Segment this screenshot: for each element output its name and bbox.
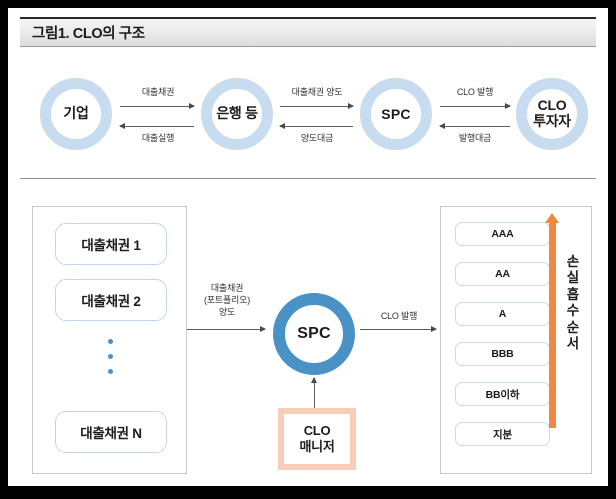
ellipsis-dot (108, 369, 113, 374)
ellipsis-dot (108, 354, 113, 359)
arrow-spc-to-tranches (360, 326, 437, 332)
tranche-box-bbb: BBB (455, 342, 550, 366)
label-spc-to-investor: CLO 발행 (456, 87, 494, 97)
loan-ellipsis (33, 339, 188, 374)
loss-absorption-char: 흡 (566, 286, 580, 302)
clo-manager-label-line1: CLO (303, 423, 331, 439)
top-flow-diagram: 기업 은행 등 SPC CLO 투자자 대출채권 대출실행 대출채권 양도 양도… (8, 50, 608, 178)
loss-absorption-arrow-icon (545, 213, 559, 428)
tranche-box-aa: AA (455, 262, 550, 286)
node-corporation-label: 기업 (63, 105, 89, 122)
tranche-box-a: A (455, 302, 550, 326)
node-corporation: 기업 (40, 78, 112, 150)
node-clo-investor-label: CLO 투자자 (533, 97, 571, 129)
arrow-corp-to-bank (120, 103, 195, 109)
label-bank-to-corp: 대출실행 (141, 133, 175, 143)
label-corp-to-bank: 대출채권 (141, 87, 175, 97)
node-bank: 은행 등 (201, 78, 273, 150)
label-spc-to-bank: 양도대금 (300, 133, 334, 143)
figure-header-bar: 그림1. CLO의 구조 (20, 17, 596, 47)
tranche-box-aaa: AAA (455, 222, 550, 246)
bottom-structure-diagram: 대출채권 1 대출채권 2 대출채권 N 대출채권 (포트폴리오) 양도 SPC… (8, 186, 608, 484)
label-portfolio-transfer: 대출채권 (포트폴리오) 양도 (188, 282, 266, 318)
ellipsis-dot (108, 339, 113, 344)
loss-absorption-char: 실 (566, 270, 580, 286)
arrow-spc-to-investor (440, 103, 511, 109)
node-clo-investor: CLO 투자자 (516, 78, 588, 150)
tranche-box-bb: BB이하 (455, 382, 550, 406)
loss-absorption-char: 손 (566, 254, 580, 269)
loan-box-1: 대출채권 1 (55, 223, 167, 265)
node-spc-top-label: SPC (381, 106, 411, 122)
arrow-manager-to-spc (311, 377, 317, 408)
node-bank-label: 은행 등 (216, 105, 258, 122)
loan-box-2: 대출채권 2 (55, 279, 167, 321)
tranche-box-equity: 지분 (455, 422, 550, 446)
node-clo-investor-label-line1: CLO (537, 97, 567, 114)
node-clo-investor-label-line2: 투자자 (533, 113, 571, 129)
loss-absorption-char: 서 (566, 336, 580, 352)
arrow-loans-to-spc (187, 326, 266, 332)
loss-absorption-char: 수 (566, 303, 580, 319)
label-portfolio-transfer-line1: 대출채권 (210, 283, 244, 293)
arrow-bank-to-corp (119, 123, 194, 129)
arrow-bank-to-spc (280, 103, 354, 109)
label-bank-to-spc: 대출채권 양도 (291, 87, 343, 97)
clo-manager-box: CLO 매니저 (278, 408, 356, 470)
node-spc-bottom: SPC (273, 293, 355, 375)
page-title: 그림1. CLO의 구조 (32, 26, 145, 42)
node-spc-top: SPC (360, 78, 432, 150)
tranche-panel: AAA AA A BBB BB이하 지분 (440, 206, 592, 474)
page-frame: 그림1. CLO의 구조 기업 은행 등 SPC CLO 투자자 대출채권 대출… (8, 8, 608, 486)
loan-pool-panel: 대출채권 1 대출채권 2 대출채권 N (32, 206, 187, 474)
loss-absorption-char: 순 (566, 319, 580, 335)
label-portfolio-transfer-line3: 양도 (218, 307, 236, 318)
arrow-spc-to-bank (279, 123, 353, 129)
arrow-investor-to-spc (439, 123, 510, 129)
loan-box-n: 대출채권 N (55, 411, 167, 453)
label-portfolio-transfer-line2: (포트폴리오) (204, 295, 250, 306)
clo-manager-label-line2: 매니저 (299, 439, 335, 454)
node-spc-bottom-label: SPC (297, 325, 331, 342)
label-investor-to-spc: 발행대금 (458, 133, 492, 143)
section-divider (20, 178, 596, 179)
loss-absorption-label: 손 실 흡 수 순 서 (564, 254, 582, 353)
label-clo-issuance: CLO 발행 (380, 311, 418, 321)
